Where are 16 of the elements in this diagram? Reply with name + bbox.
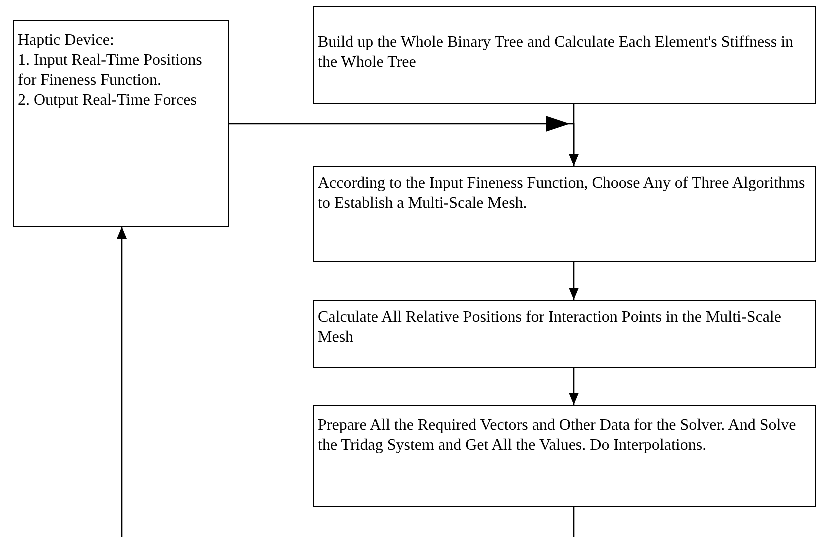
arrow bbox=[569, 368, 579, 405]
box-text: Build up the Whole Binary Tree and Calculate Each Element's Stiffness in the Whole Tree bbox=[318, 33, 795, 73]
box-text: 2. Output Real-Time Forces bbox=[18, 91, 198, 111]
process-box bbox=[13, 20, 229, 227]
box-text: According to the Input Fineness Function, Choose Any of Three Algorithms to Establish a Multi-Scale Mesh. bbox=[318, 174, 806, 214]
box-text: 1. Input Real-Time Positions for Fineness Function. bbox=[18, 51, 204, 91]
arrow bbox=[569, 262, 579, 300]
box-text: Calculate All Relative Positions for Interaction Points in the Multi-Scale Mesh bbox=[318, 308, 782, 348]
arrow bbox=[569, 104, 579, 166]
box-text: Haptic Device: bbox=[18, 31, 116, 51]
process-box bbox=[313, 405, 816, 507]
box-text: Prepare All the Required Vectors and Other Data for the Solver. And Solve the Tridag System and Get All the Values. Do Interpolations. bbox=[318, 416, 798, 456]
process-box bbox=[313, 6, 816, 104]
process-box bbox=[313, 166, 816, 262]
process-box bbox=[313, 300, 816, 368]
arrow bbox=[117, 227, 127, 537]
